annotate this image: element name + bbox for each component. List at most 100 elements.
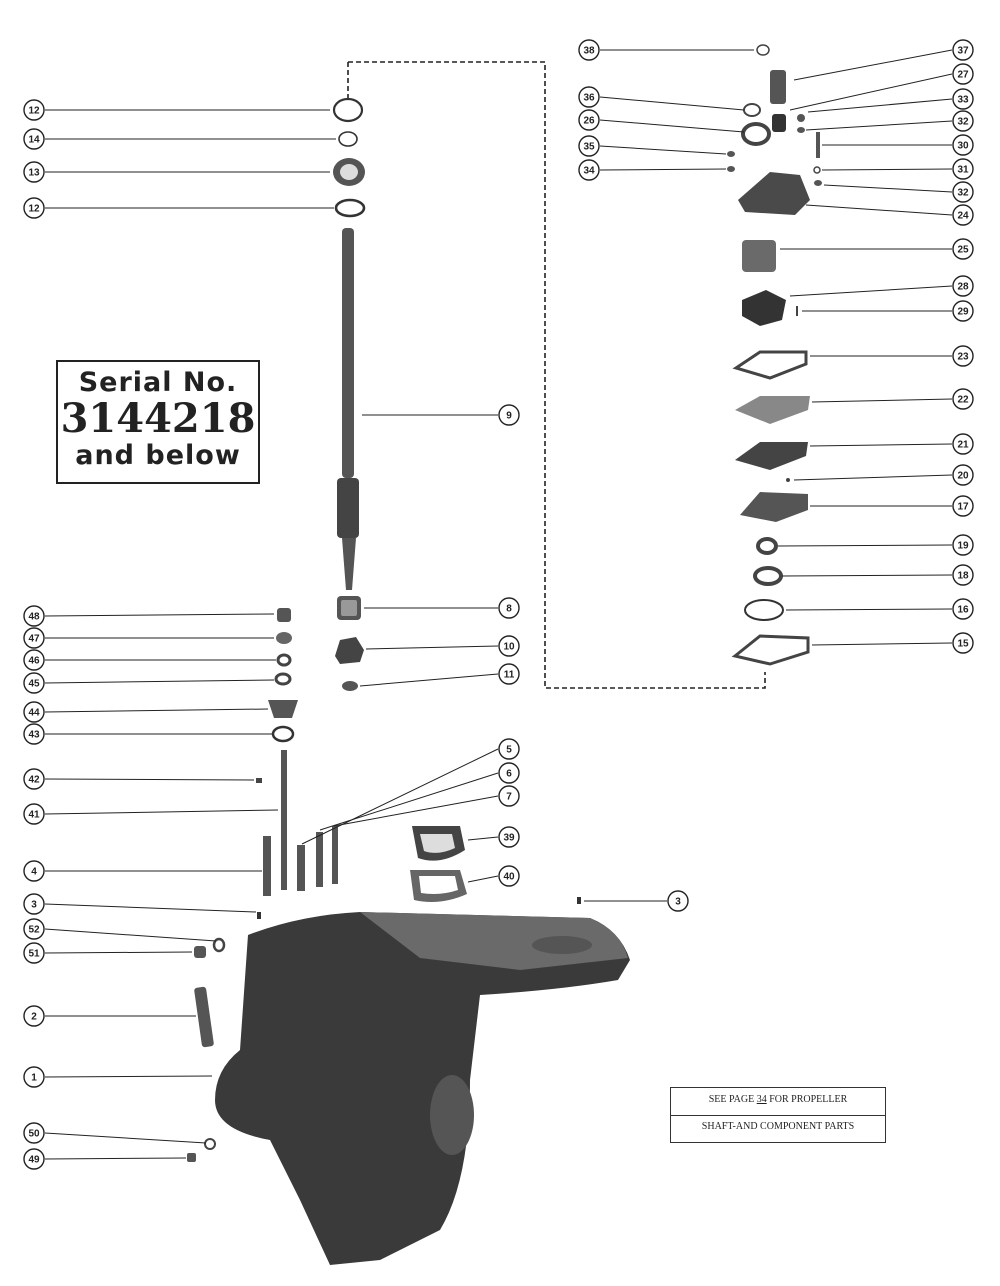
part-24-pump-body [738, 172, 810, 215]
callout-circle-15 [952, 632, 974, 654]
callout-number-1: 1 [31, 1073, 37, 1084]
callout-number-39: 39 [503, 833, 515, 844]
serial-label: Serial No. [78, 367, 238, 398]
callout-number-46: 46 [28, 656, 40, 667]
serial-number: 3144218 [60, 395, 256, 442]
callout-circle-38 [578, 39, 600, 61]
part-45 [274, 672, 292, 686]
callout-number-22: 22 [957, 395, 969, 406]
part-35 [727, 151, 735, 157]
callout-circle-52 [23, 918, 45, 940]
callout-leader-16 [785, 608, 953, 611]
callout-circle-28 [952, 275, 974, 297]
callout-number-24: 24 [957, 211, 969, 222]
callout-circle-44 [23, 701, 45, 723]
callout-circle-1 [23, 1066, 45, 1088]
callout-number-5: 5 [506, 745, 512, 756]
part-4-stud [263, 836, 271, 896]
callout-circle-34 [578, 159, 600, 181]
callout-number-48: 48 [28, 612, 40, 623]
callout-circle-19 [952, 534, 974, 556]
callout-circle-47 [23, 627, 45, 649]
callout-circle-48 [23, 605, 45, 627]
callout-number-45: 45 [28, 679, 40, 690]
callout-leader-24 [805, 204, 953, 216]
water-pump-group [727, 44, 822, 666]
part-9-tip [342, 538, 356, 590]
part-7-stud [332, 826, 338, 884]
callout-leader-33 [807, 98, 953, 113]
callout-leader-32 [805, 120, 953, 131]
part-3-left-pin [257, 912, 261, 919]
callout-circle-32 [952, 110, 974, 132]
part-38 [756, 44, 770, 56]
callout-leader-51 [44, 951, 193, 954]
callout-circle-7 [498, 785, 520, 807]
callout-leader-50 [44, 1132, 207, 1144]
callout-number-21: 21 [957, 440, 969, 451]
callout-number-32: 32 [957, 117, 969, 128]
callout-leader-45 [44, 679, 275, 684]
callout-number-49: 49 [28, 1155, 40, 1166]
callout-leader-15 [811, 642, 953, 646]
callout-leader-42 [44, 778, 255, 781]
part-26-seal [741, 122, 771, 146]
callout-number-13: 13 [28, 168, 40, 179]
callout-number-29: 29 [957, 307, 969, 318]
part-1-housing [215, 912, 630, 1265]
callout-number-6: 6 [506, 769, 512, 780]
part-8-bearing [337, 596, 361, 620]
callout-leader-3 [44, 903, 257, 913]
callout-circle-35 [578, 135, 600, 157]
callout-number-26: 26 [583, 116, 595, 127]
note-divider [671, 1115, 885, 1116]
callout-number-36: 36 [583, 93, 595, 104]
callout-circle-27 [952, 63, 974, 85]
part-50-washer [204, 1138, 216, 1150]
propeller-reference-note: SEE PAGE 34 FOR PROPELLER SHAFT-AND COMP… [670, 1087, 886, 1143]
part-2-water-tube [194, 986, 214, 1048]
callout-circle-26 [578, 109, 600, 131]
callout-circle-16 [952, 598, 974, 620]
part-11-nut [342, 681, 358, 691]
callout-circle-40 [498, 865, 520, 887]
seal-group [410, 826, 467, 902]
callout-leader-32 [823, 184, 953, 193]
part-32-bottom [814, 180, 822, 186]
callout-circle-14 [23, 128, 45, 150]
callout-number-47: 47 [28, 634, 40, 645]
callout-circle-25 [952, 238, 974, 260]
callout-circle-49 [23, 1148, 45, 1170]
callout-circle-13 [23, 161, 45, 183]
callout-leader-18 [781, 574, 953, 577]
part-9-splines [337, 478, 359, 538]
callout-circle-12 [23, 197, 45, 219]
callout-number-10: 10 [503, 642, 515, 653]
callout-leader-28 [789, 285, 953, 297]
callout-leader-10 [365, 645, 499, 650]
callout-circle-4 [23, 860, 45, 882]
callout-number-33: 33 [957, 95, 969, 106]
part-33 [797, 114, 805, 122]
callout-number-12: 12 [28, 106, 40, 117]
part-1-anti-ventilation-plate [360, 912, 628, 970]
callout-leader-44 [44, 708, 269, 713]
part-16-oring [744, 599, 784, 621]
callout-number-16: 16 [957, 605, 969, 616]
part-41-shift-shaft [281, 750, 287, 890]
note-line-1: SEE PAGE 34 FOR PROPELLER [708, 1094, 848, 1105]
callout-circle-24 [952, 204, 974, 226]
part-12-bottom [334, 198, 366, 218]
part-27-grommet [772, 114, 786, 132]
part-14 [338, 131, 358, 147]
callout-circle-5 [498, 738, 520, 760]
callout-layer: 1214131298101148474645444342414352512150… [23, 39, 974, 1170]
part-34 [727, 166, 735, 172]
shift-group [256, 608, 581, 919]
callout-number-40: 40 [503, 872, 515, 883]
part-37-tube [770, 70, 786, 104]
callout-number-3: 3 [31, 900, 37, 911]
callout-circle-43 [23, 723, 45, 745]
callout-circle-20 [952, 464, 974, 486]
callout-number-9: 9 [506, 411, 512, 422]
